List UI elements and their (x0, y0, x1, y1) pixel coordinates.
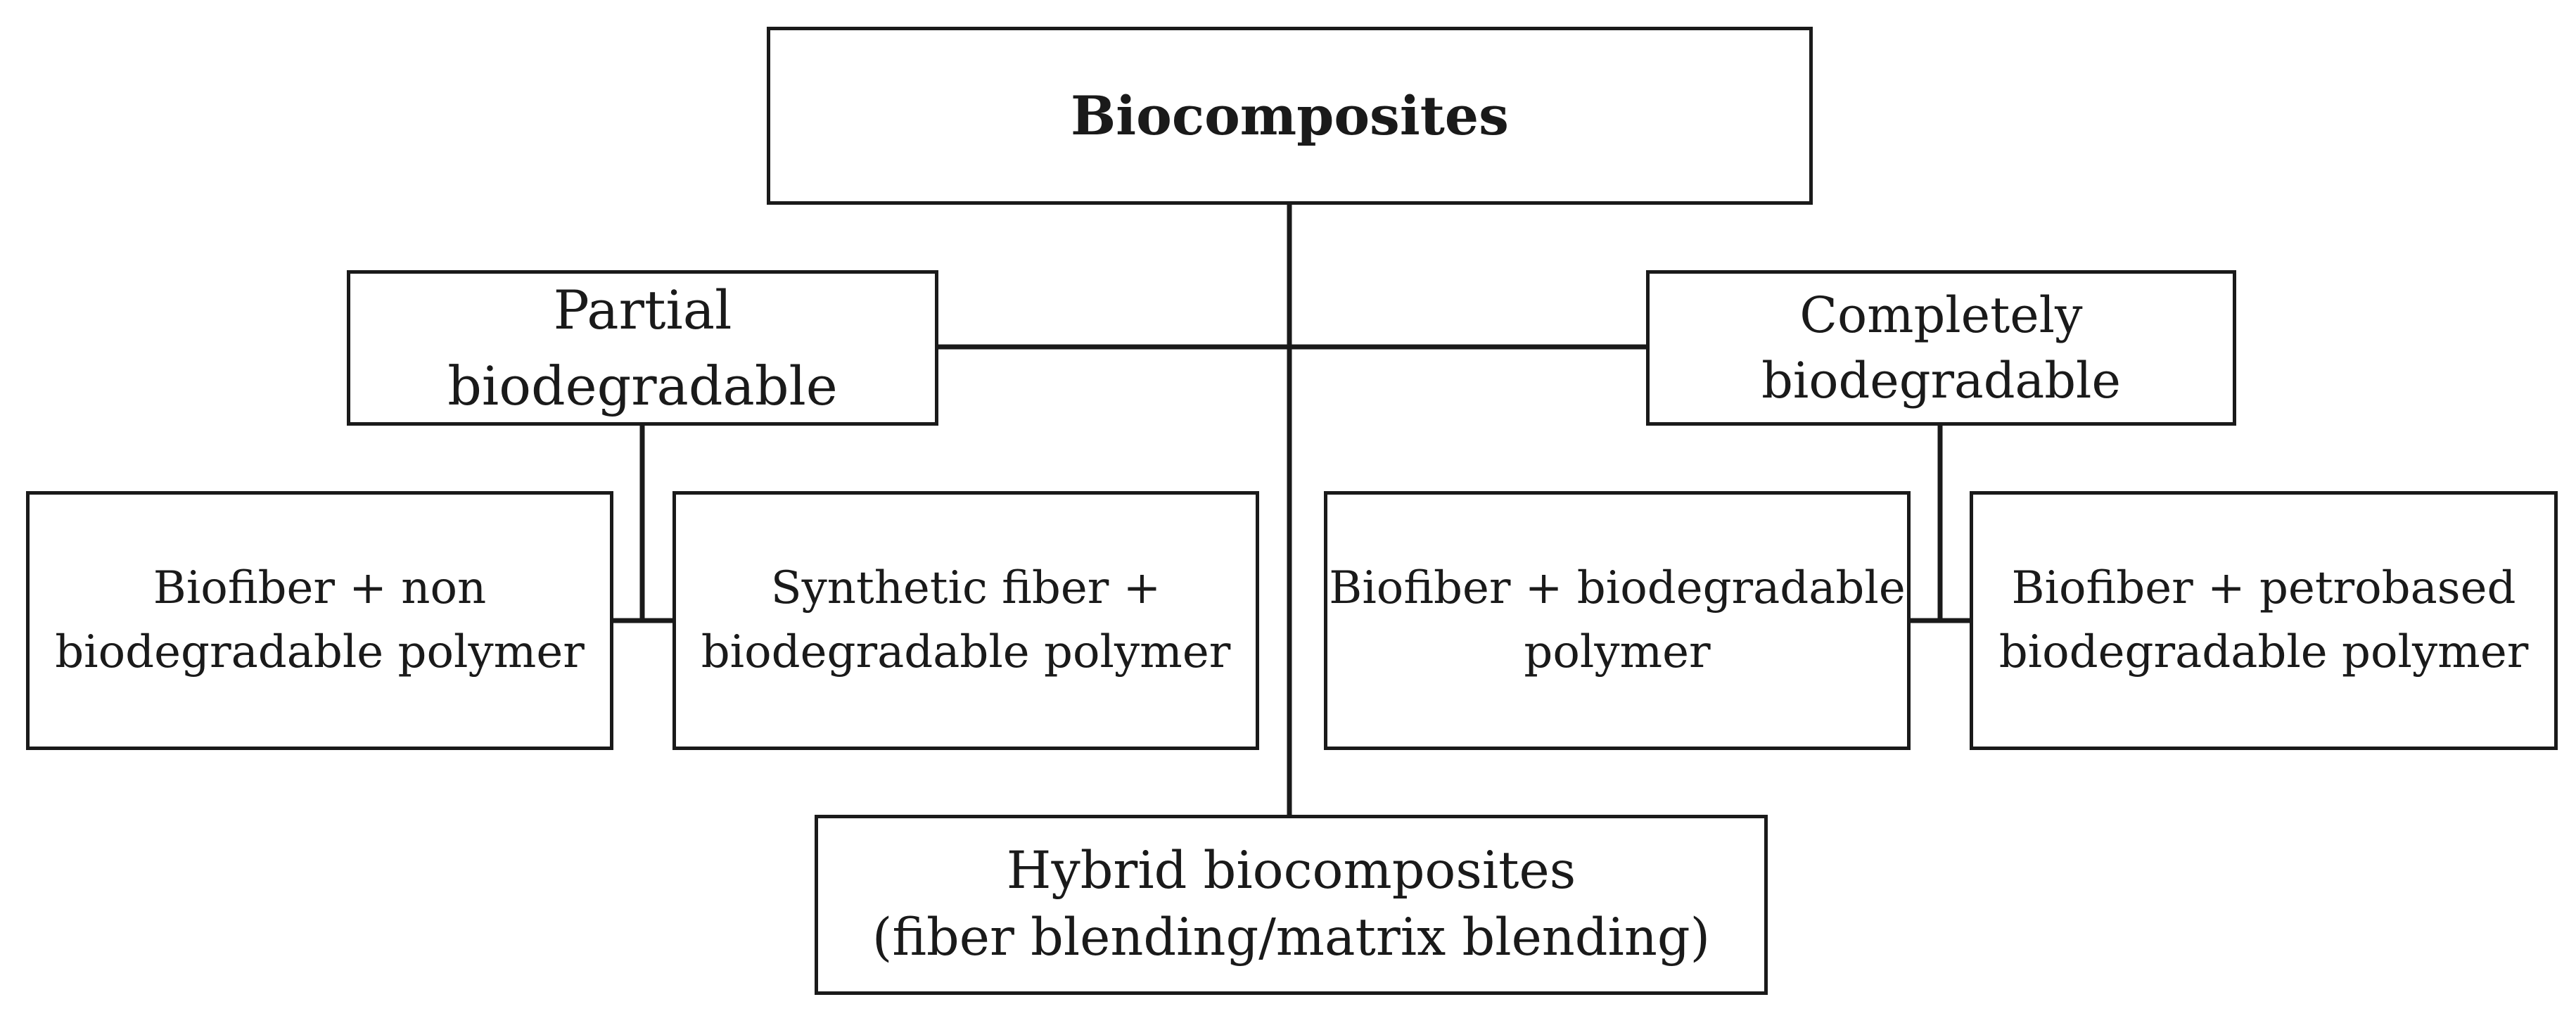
node-partial-biodegradable: Partial biodegradable (347, 270, 938, 426)
node-biocomposites-label: Biocomposites (1071, 84, 1509, 147)
node-leaf-label: Synthetic fiber + biodegradable polymer (701, 562, 1231, 678)
node-biofiber-biodegradable-polymer: Biofiber + biodegradable polymer (1324, 491, 1911, 750)
node-leaf-label: Biofiber + petrobased biodegradable poly… (1998, 562, 2529, 678)
node-leaf-label: Biofiber + biodegradable polymer (1329, 562, 1906, 678)
node-completely-biodegradable-label: Completely biodegradable (1761, 286, 2121, 409)
node-biofiber-petrobased-biodegradable-polymer: Biofiber + petrobased biodegradable poly… (1970, 491, 2558, 750)
node-synthetic-fiber-biodegradable-polymer: Synthetic fiber + biodegradable polymer (672, 491, 1259, 750)
node-hybrid-biocomposites: Hybrid biocomposites (fiber blending/mat… (815, 815, 1768, 995)
node-biocomposites: Biocomposites (767, 27, 1813, 205)
node-hybrid-biocomposites-label: Hybrid biocomposites (fiber blending/mat… (872, 841, 1711, 967)
node-biofiber-non-biodegradable-polymer: Biofiber + non biodegradable polymer (26, 491, 613, 750)
node-partial-biodegradable-label: Partial biodegradable (447, 278, 838, 417)
node-completely-biodegradable: Completely biodegradable (1646, 270, 2236, 426)
node-leaf-label: Biofiber + non biodegradable polymer (55, 562, 585, 678)
